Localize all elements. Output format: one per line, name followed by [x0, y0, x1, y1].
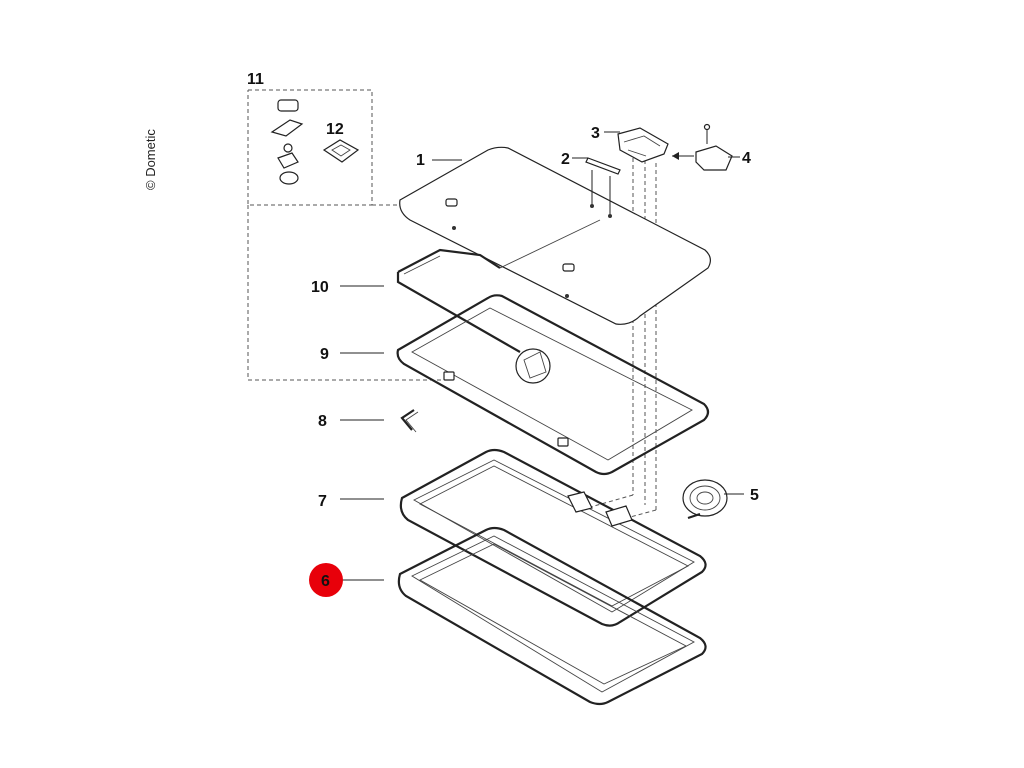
- part-6-base-frame: [397, 526, 707, 706]
- callout-4: 4: [742, 150, 751, 167]
- callout-11: 11: [247, 71, 264, 88]
- highlight-badge-part-6[interactable]: [309, 563, 343, 597]
- callout-5: 5: [750, 487, 759, 504]
- callout-10: 10: [311, 279, 329, 296]
- callout-9: 9: [320, 346, 329, 363]
- part-11-clip-set: [270, 99, 304, 185]
- callout-7: 7: [318, 493, 327, 510]
- callout-1: 1: [416, 152, 425, 169]
- callout-8: 8: [318, 413, 327, 430]
- part-9-inner-frame: [396, 294, 710, 476]
- callout-12: 12: [326, 121, 344, 138]
- callout-2: 2: [561, 151, 570, 168]
- part-4-latch-handle: [672, 123, 733, 171]
- part-12-clip: [322, 139, 360, 163]
- callout-6: 6: [321, 573, 330, 590]
- part-5-sealing-tape-roll: [682, 479, 728, 520]
- callout-3: 3: [591, 125, 600, 142]
- part-10-seal: [396, 248, 521, 353]
- part-1-window-pane: [399, 146, 711, 325]
- part-3-latch-housing: [617, 127, 669, 163]
- part-7-outer-frame: [399, 448, 707, 627]
- part-8-clip: [400, 409, 419, 433]
- part-2-hinge-bar: [585, 157, 621, 214]
- copyright-text: © Dometic: [143, 129, 158, 190]
- leader-lines: [340, 131, 744, 581]
